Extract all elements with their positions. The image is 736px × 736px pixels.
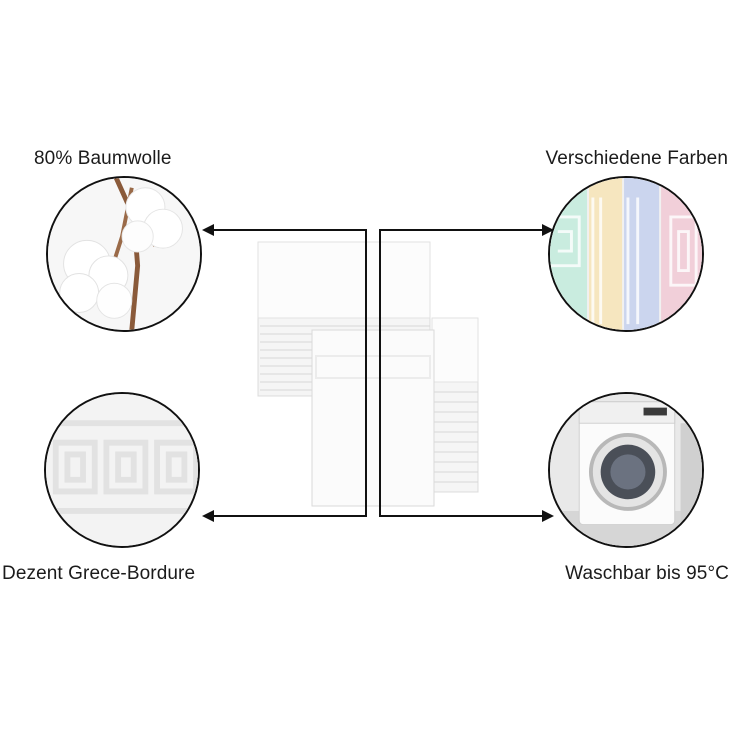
arrowhead-bottom-left [202, 510, 214, 522]
colored-towels-image [548, 176, 704, 332]
towel-front [311, 329, 435, 507]
washing-machine-image [548, 392, 704, 548]
towel-stack-right [431, 317, 479, 493]
connector-arrows [212, 229, 544, 517]
arrowhead-top-left [202, 224, 214, 236]
cotton-image [46, 176, 202, 332]
arrow-top-right [379, 229, 544, 376]
arrowhead-top-right [542, 224, 554, 236]
feature-label-border: Dezent Grece-Bordure [2, 563, 196, 584]
feature-label-colors: Verschiedene Farben [545, 148, 728, 169]
arrow-bottom-right [379, 376, 544, 517]
arrow-bottom-left [212, 376, 367, 517]
greek-border-image [44, 392, 200, 548]
feature-label-washable: Waschbar bis 95°C [565, 563, 729, 584]
arrowhead-bottom-right [542, 510, 554, 522]
feature-label-cotton: 80% Baumwolle [34, 148, 172, 169]
arrow-top-left [212, 229, 367, 376]
